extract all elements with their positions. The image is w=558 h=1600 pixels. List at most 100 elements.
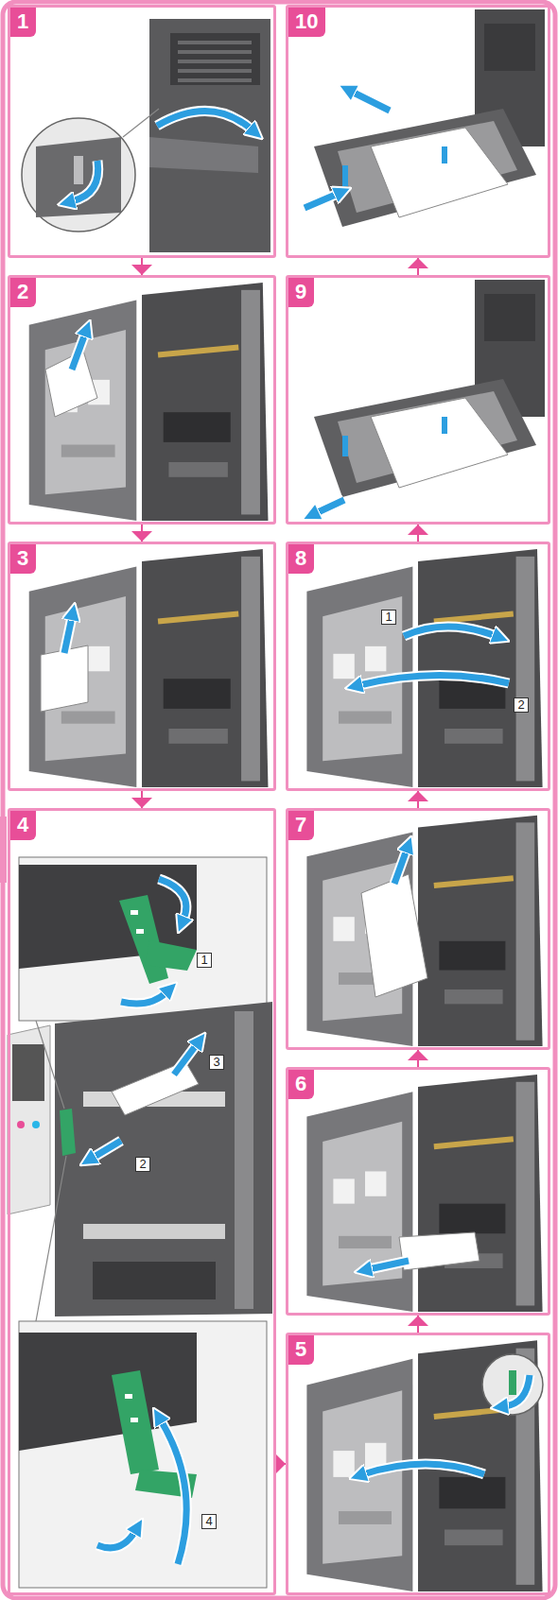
step-number: 4 — [10, 811, 36, 841]
step-number: 9 — [288, 278, 314, 308]
motion-arrow — [505, 1376, 530, 1408]
paper-sheet — [40, 645, 88, 713]
step-number: 5 — [288, 1336, 314, 1366]
machine-part — [29, 566, 138, 788]
arrow-outline — [158, 879, 187, 921]
vent — [177, 40, 252, 45]
paper-guide — [441, 417, 448, 435]
arrow-outline — [505, 1376, 530, 1408]
motion-arrow — [351, 91, 390, 111]
roller — [434, 614, 514, 623]
machine-part — [438, 941, 506, 972]
machine-part — [234, 1011, 254, 1310]
arrow-outline — [394, 850, 407, 885]
motion-arrow — [315, 500, 345, 514]
step-panel: 7 — [285, 808, 551, 1051]
arrow-outline — [71, 160, 99, 202]
step-arrow — [276, 1464, 286, 1466]
motion-arrow — [92, 1141, 122, 1159]
callout-number: 2 — [135, 1157, 151, 1173]
motion-arrow — [160, 1421, 187, 1566]
machine-part — [418, 549, 543, 788]
machine-part — [92, 1262, 216, 1301]
step-illustration — [313, 279, 545, 514]
callout-slot: 4 — [201, 1513, 217, 1531]
paper-sheet — [370, 127, 508, 218]
leader-line — [35, 1021, 65, 1110]
machine-part — [313, 108, 537, 227]
paper-sheet — [361, 874, 428, 998]
step-illustration — [304, 9, 545, 227]
motion-arrow — [174, 1045, 197, 1076]
step-number: 6 — [288, 1070, 314, 1100]
step-panel: 3 — [7, 541, 277, 792]
lever-mark — [136, 929, 144, 935]
motion-arrow — [359, 675, 509, 686]
machine-part — [168, 729, 227, 745]
paper-guide — [342, 165, 349, 187]
machine-part — [332, 917, 354, 942]
step-number: 7 — [288, 811, 314, 841]
machine-part — [438, 1204, 506, 1236]
motion-arrow — [64, 617, 72, 654]
machine-part — [87, 646, 110, 672]
callout-slot: 2 — [513, 696, 529, 714]
step-panel: 6 — [285, 1067, 551, 1317]
machine-part — [444, 1531, 504, 1548]
machine-part — [241, 557, 261, 783]
machine-part — [338, 1512, 392, 1526]
step-arrow — [417, 258, 419, 276]
callout-number: 1 — [381, 610, 397, 626]
step-arrow — [417, 1050, 419, 1068]
roller — [157, 614, 239, 623]
motion-arrow — [304, 193, 338, 209]
arrow-outline — [315, 500, 345, 514]
arrow-outline — [156, 110, 252, 130]
motion-arrow — [97, 1532, 136, 1550]
machine-part — [418, 1075, 543, 1313]
machine-part — [444, 990, 504, 1005]
machine-part — [313, 379, 537, 498]
arrow-outline — [121, 993, 167, 1005]
motion-arrow — [71, 333, 86, 370]
indicator — [17, 1121, 25, 1130]
step-arrow — [140, 258, 143, 276]
vent — [177, 59, 252, 64]
machine-part — [484, 294, 536, 342]
arrow-outline — [359, 675, 509, 686]
arrow-outline — [97, 1532, 136, 1550]
arrow-outline — [403, 627, 496, 637]
callout-slot: 2 — [135, 1155, 151, 1173]
leader-line — [122, 108, 159, 138]
motion-arrow — [368, 1261, 409, 1271]
machine-part — [338, 1237, 392, 1250]
machine-part — [332, 1451, 354, 1479]
detail-inset — [18, 1322, 267, 1589]
machine-part — [35, 137, 122, 218]
machine-part — [29, 299, 138, 522]
machine-part — [332, 654, 354, 680]
lever-mark — [130, 1418, 139, 1424]
roller — [434, 1139, 514, 1148]
arrow-outline — [92, 1141, 122, 1159]
step-illustration — [21, 18, 271, 253]
step-panel: 2 — [7, 275, 277, 525]
callout-number: 4 — [201, 1515, 217, 1531]
arrow-outline — [174, 1045, 197, 1076]
step-arrow — [417, 524, 419, 542]
detail-inset — [482, 1355, 543, 1416]
control-panel — [7, 1026, 51, 1216]
callout-slot: 3 — [209, 1053, 225, 1071]
step-number: 2 — [10, 278, 36, 308]
release-lever — [111, 1371, 159, 1476]
step-illustration — [29, 282, 269, 522]
step-arrow — [417, 1316, 419, 1334]
step-number: 8 — [288, 544, 314, 575]
step-panel: 1 — [7, 4, 277, 259]
machine-part — [61, 712, 116, 725]
step-illustration — [306, 1341, 543, 1593]
